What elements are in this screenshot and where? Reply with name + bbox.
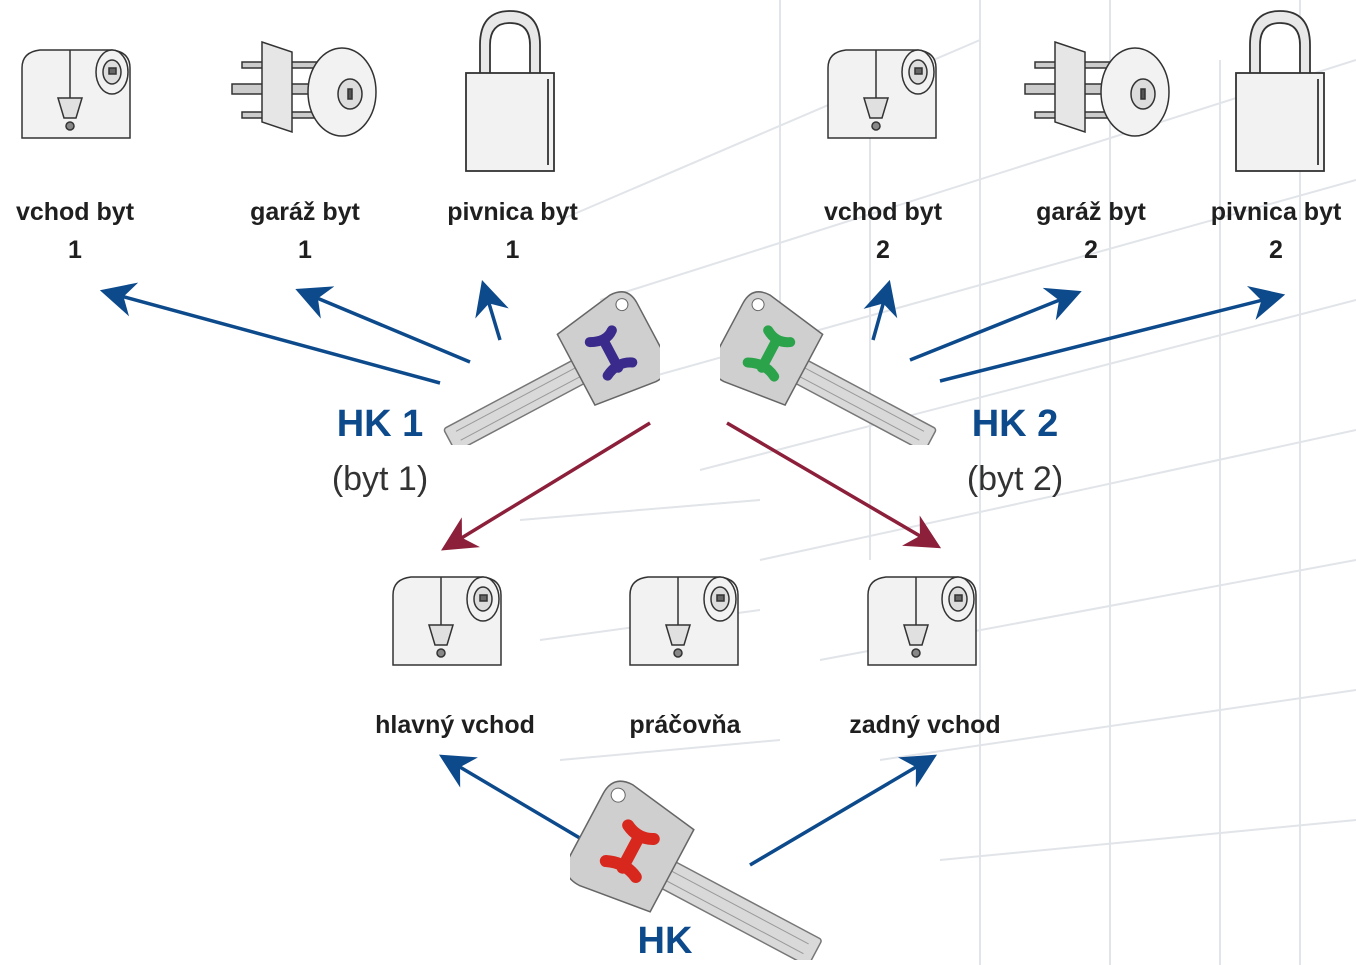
arrow-hk-hlavny [438,754,601,852]
key-hk1-title: HK 1 [336,403,424,445]
arrow-hk1-hlavny [441,421,651,551]
cylinder-lock-icon [21,49,131,139]
key-hk-icon [570,780,822,960]
arrow-hk2-vchod [863,279,898,341]
key-hk1-subtitle: (byt 1) [331,460,429,498]
padlock-icon [1235,10,1325,172]
rim-cylinder-lock-icon [231,40,377,137]
label-pracovna: práčovňa [629,711,741,739]
cylinder-lock-icon [827,49,937,139]
arrow-hk-zadny [749,754,938,867]
label-hlavny-vchod: hlavný vchod [375,711,535,739]
key-hk1-icon [443,291,660,445]
cylinder-lock-icon [629,576,739,666]
arrow-hk1-garaz [295,286,471,364]
padlock-icon [465,10,555,172]
arrow-hk1-vchod [99,282,441,385]
label-zadny-vchod: zadný vchod [849,711,1001,739]
arrow-hk2-zadny [726,421,942,549]
key-hk2-icon [720,291,937,445]
arrow-hk2-garaz [909,287,1082,362]
rim-cylinder-lock-icon [1024,40,1170,137]
key-hk2-title: HK 2 [971,403,1059,445]
cylinder-lock-icon [867,576,977,666]
key-hk2-subtitle: (byt 2) [966,460,1064,498]
cylinder-lock-icon [392,576,502,666]
arrow-hk2-pivnica [939,285,1286,383]
key-hk-title: HK [637,920,693,962]
arrow-hk1-pivnica [475,279,509,341]
